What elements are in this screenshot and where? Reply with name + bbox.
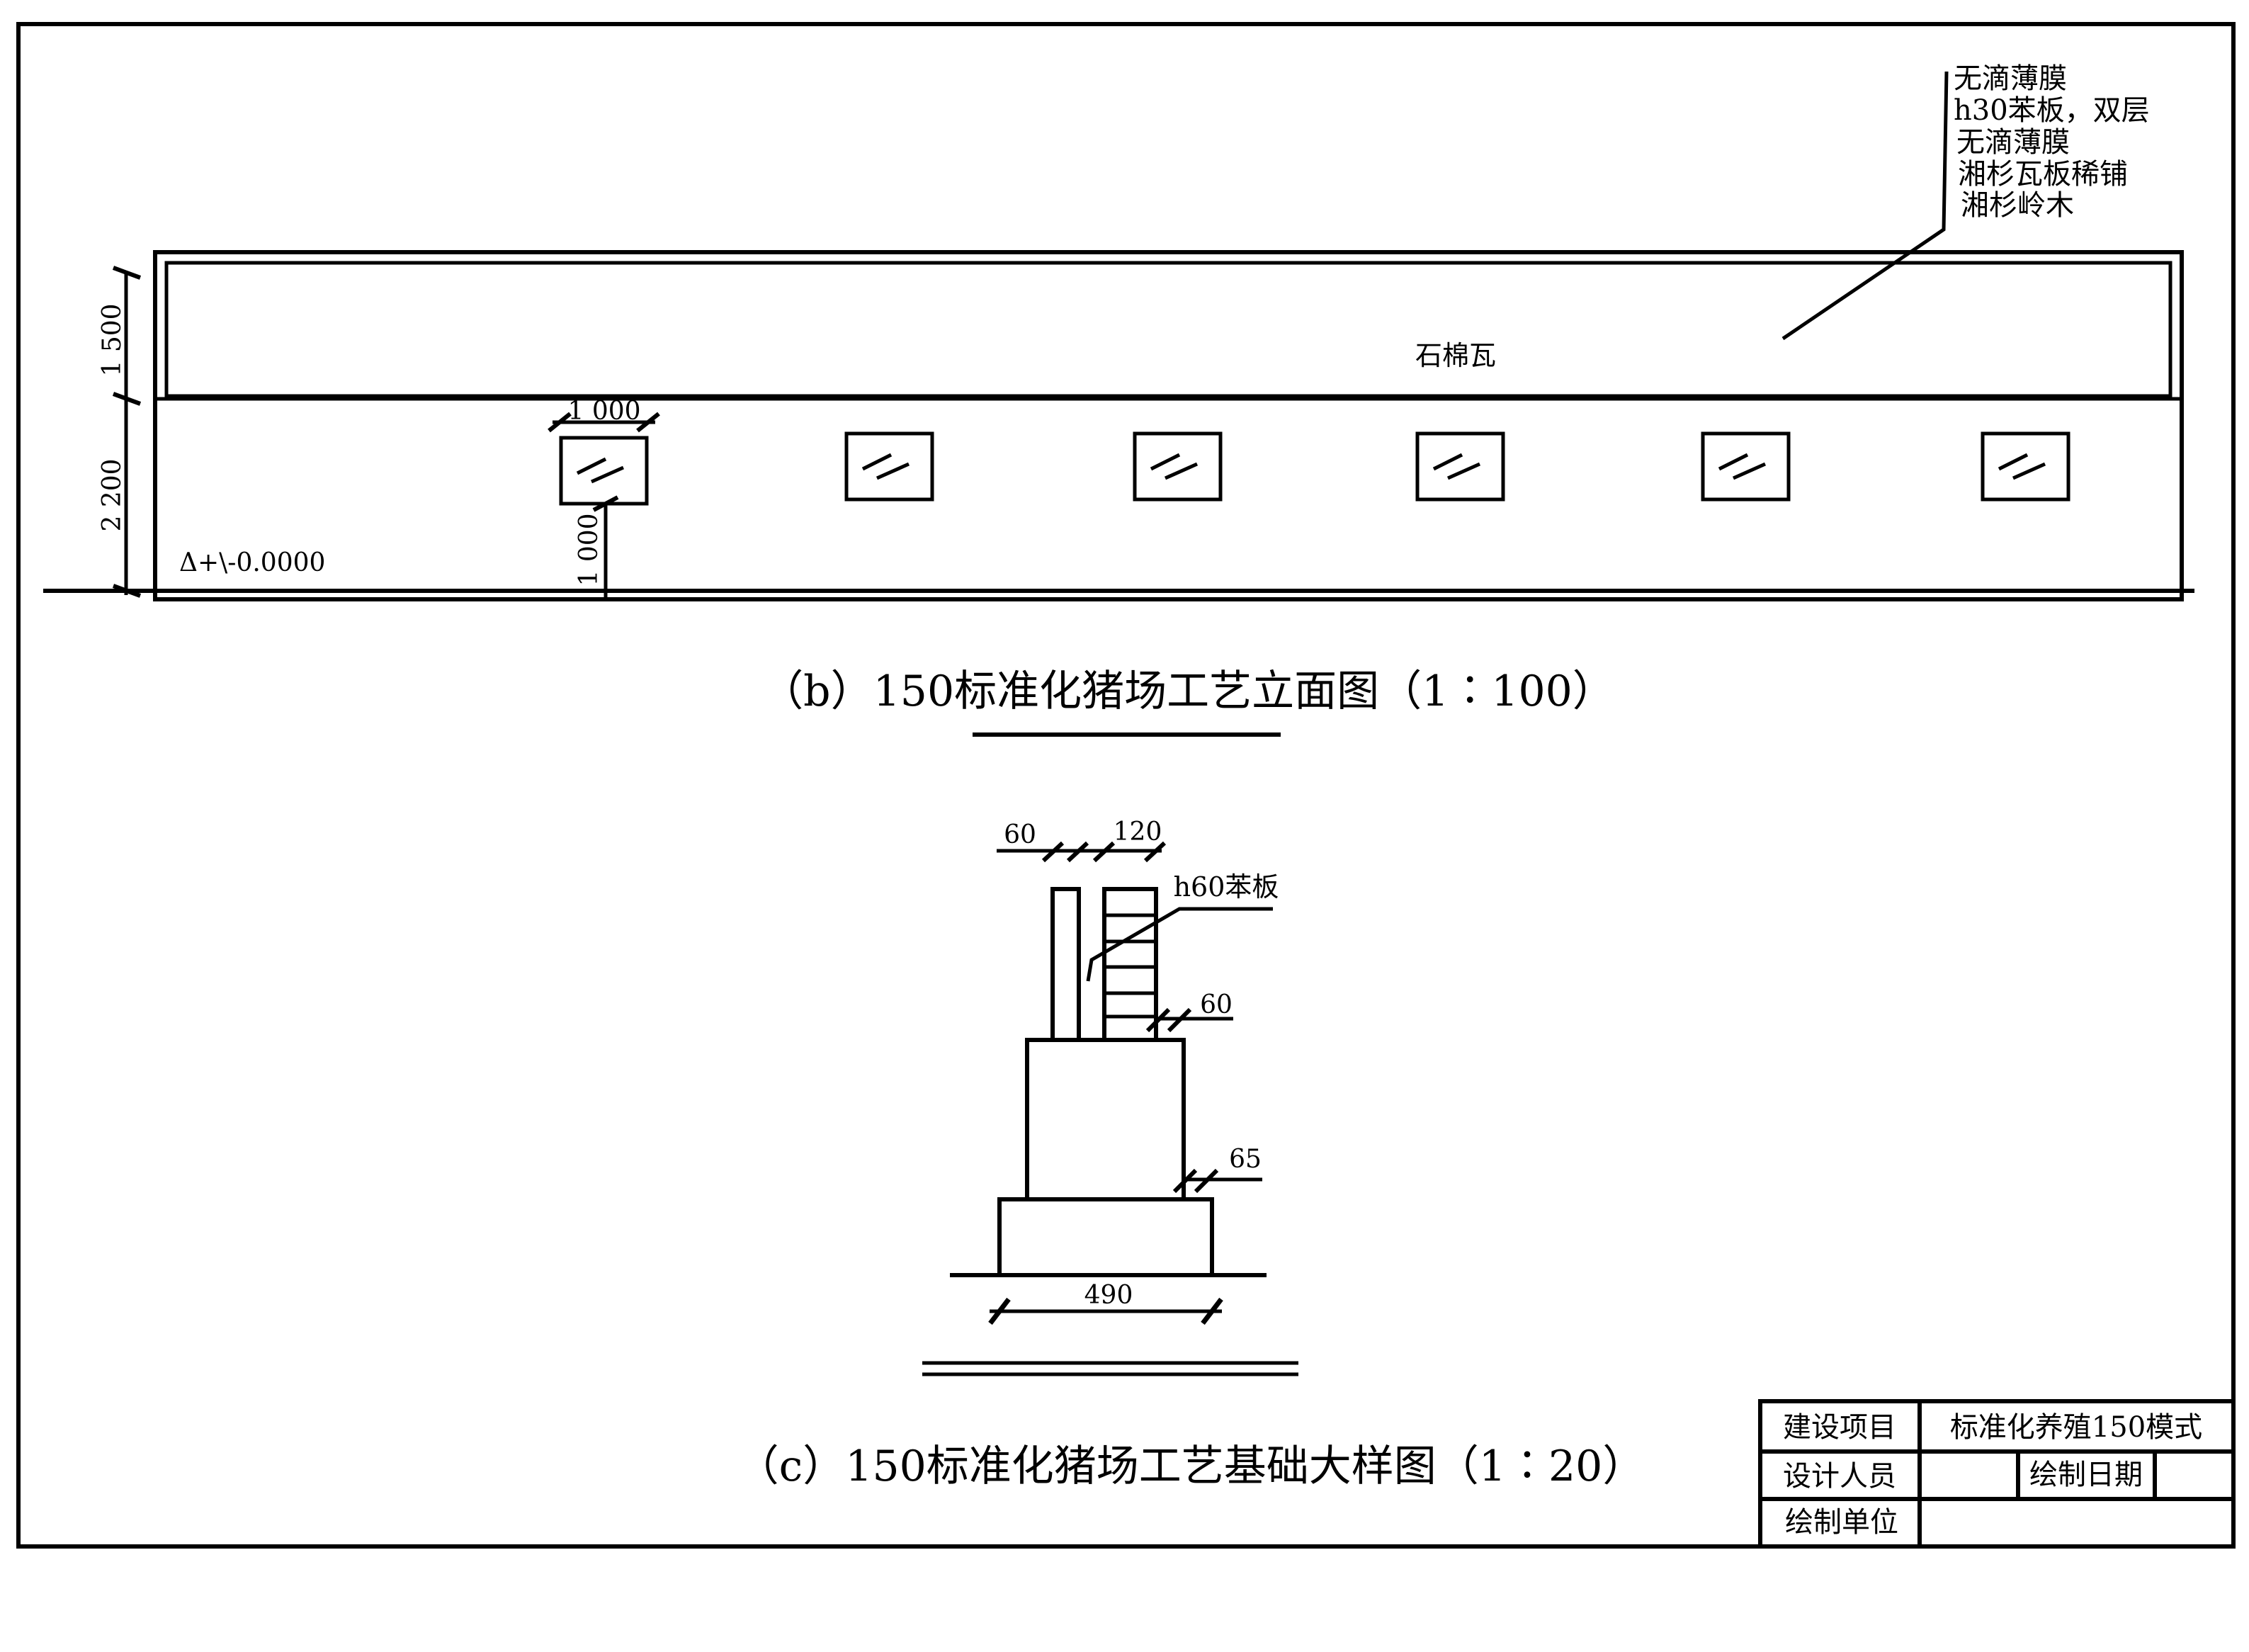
roof-note: h30苯板，双层 [1954, 94, 2150, 127]
roof-note: 无滴薄膜 [1956, 126, 2070, 159]
project-label: 建设项目 [1783, 1411, 1896, 1444]
elevation-mark: Δ+\-0.0000 [179, 548, 325, 577]
title-block: 建设项目 标准化养殖150模式 设计人员 绘制日期 绘制单位 [1758, 1399, 2236, 1549]
unit-label: 绘制单位 [1785, 1506, 1898, 1539]
building-outline [153, 250, 2184, 601]
dim-window-width: 1 000 [567, 397, 640, 426]
roof-notes: 无滴薄膜 h30苯板，双层 无滴薄膜 湘杉瓦板稀铺 湘杉岭木 [1954, 62, 2150, 222]
roof-note: 无滴薄膜 [1954, 62, 2067, 95]
elevation-title: （b）150标准化猪场工艺立面图（1∶100） [761, 667, 1615, 716]
roof-material-label: 石棉瓦 [1415, 340, 1496, 371]
foundation-detail: 60 120 h60苯板 60 65 490 （c）150标准化猪场工艺基础大样… [737, 817, 1645, 1491]
elevation-view: 1 500 2 200 Δ+\-0.0000 石棉瓦 1 000 1 000 无… [43, 62, 2194, 737]
project-value: 标准化养殖150模式 [1950, 1411, 2202, 1444]
date-label: 绘制日期 [2029, 1459, 2143, 1491]
designer-label: 设计人员 [1783, 1460, 1896, 1493]
dim-offset-2: 65 [1229, 1145, 1262, 1174]
foundation-title: （c）150标准化猪场工艺基础大样图（1∶20） [737, 1442, 1645, 1491]
window [1415, 431, 1505, 502]
insulation-leader [1086, 907, 1273, 982]
window [1133, 431, 1223, 502]
roof-note: 湘杉瓦板稀铺 [1958, 158, 2128, 191]
dim-window-sill: 1 000 [574, 513, 604, 586]
dim-wall-height: 2 200 [98, 458, 127, 531]
dim-post: 60 [1004, 820, 1036, 849]
dim-base-width: 490 [1084, 1281, 1133, 1310]
dim-offset-1: 60 [1200, 990, 1233, 1019]
roof-notes-leader [1781, 71, 1949, 341]
roof-note: 湘杉岭木 [1961, 189, 2074, 222]
window [1701, 431, 1791, 502]
window [844, 431, 934, 502]
roof-band [164, 261, 2172, 398]
sheet-border [16, 22, 2236, 1549]
window [1981, 431, 2070, 502]
dim-roof-height: 1 500 [98, 303, 127, 376]
dim-wall: 120 [1114, 817, 1162, 847]
insulation-label: h60苯板 [1174, 871, 1279, 903]
